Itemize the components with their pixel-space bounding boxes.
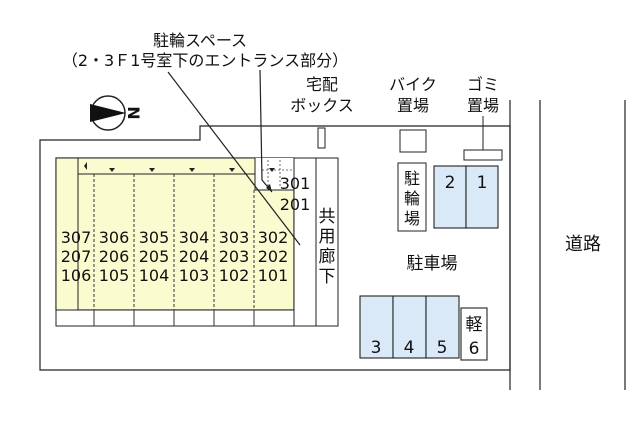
garbage-label-2: 置場 — [467, 96, 499, 115]
bike-parking-box — [399, 129, 427, 153]
parking-top: 2 1 — [433, 165, 499, 229]
unit-label: 307 — [61, 228, 92, 247]
delivery-box-label-1: 宅配 — [306, 75, 338, 94]
parking-space-label: 4 — [404, 338, 415, 358]
parking-space-label: 3 — [371, 338, 382, 358]
bike-space-leader — [167, 71, 301, 246]
unit-label: 202 — [258, 247, 289, 266]
bicycle-parking-label: 駐 輪 場 — [404, 169, 420, 228]
svg-text:輪: 輪 — [404, 189, 420, 208]
kei-label-2: 6 — [469, 339, 480, 359]
unit-label: 104 — [139, 266, 170, 285]
corridor-label: 共 用 廊 下 — [319, 207, 336, 287]
parking-lot-label: 駐車場 — [407, 254, 458, 274]
unit-row-3f: 307 306 305 304 303 302 — [61, 228, 289, 247]
bike-space-title: 駐輪スペース — [153, 31, 247, 50]
garbage-box — [463, 149, 503, 161]
bike-parking-label-2: 置場 — [397, 96, 429, 115]
unit-label: 101 — [258, 266, 289, 285]
unit-label: 302 — [258, 228, 289, 247]
parking-space-label: 2 — [445, 173, 456, 193]
svg-text:共: 共 — [319, 207, 336, 227]
unit-label: 106 — [61, 266, 92, 285]
unit-label: 303 — [219, 228, 250, 247]
parking-bottom: 3 4 5 — [359, 295, 460, 359]
road-label: 道路 — [565, 234, 601, 255]
svg-text:用: 用 — [319, 227, 336, 247]
svg-text:場: 場 — [404, 209, 420, 228]
unit-label: 305 — [139, 228, 170, 247]
unit-label: 205 — [139, 247, 170, 266]
unit-label: 105 — [99, 266, 130, 285]
unit-label: 102 — [219, 266, 250, 285]
delivery-box-label-2: ボックス — [290, 96, 354, 115]
svg-text:N: N — [124, 106, 143, 119]
kei-parking-space — [460, 307, 488, 361]
unit-label: 203 — [219, 247, 250, 266]
unit-label: 103 — [179, 266, 210, 285]
unit-label: 306 — [99, 228, 130, 247]
unit-label: 206 — [99, 247, 130, 266]
garbage-label-1: ゴミ — [467, 75, 499, 94]
delivery-box — [317, 127, 326, 149]
unit-row-2f: 207 206 205 204 203 202 — [61, 247, 289, 266]
bicycle-parking-box — [397, 162, 427, 232]
north-compass-icon: N — [90, 95, 143, 131]
kei-label-1: 軽 — [466, 315, 483, 335]
svg-text:下: 下 — [319, 267, 336, 287]
unit-label: 204 — [179, 247, 210, 266]
svg-text:駐: 駐 — [404, 169, 420, 188]
parking-space-label: 5 — [437, 338, 448, 358]
building — [55, 157, 339, 327]
bike-space-note: （2・3Ｆ1号室下のエントランス部分） — [62, 51, 348, 70]
unit-label: 207 — [61, 247, 92, 266]
unit-label: 304 — [179, 228, 210, 247]
unit-row-1f: 106 105 104 103 102 101 — [61, 266, 289, 285]
room-201-label: 201 — [280, 195, 311, 214]
room-301-label: 301 — [280, 174, 311, 193]
parking-space-label: 1 — [477, 173, 488, 193]
svg-text:廊: 廊 — [319, 247, 336, 267]
bike-parking-label-1: バイク — [389, 75, 437, 94]
